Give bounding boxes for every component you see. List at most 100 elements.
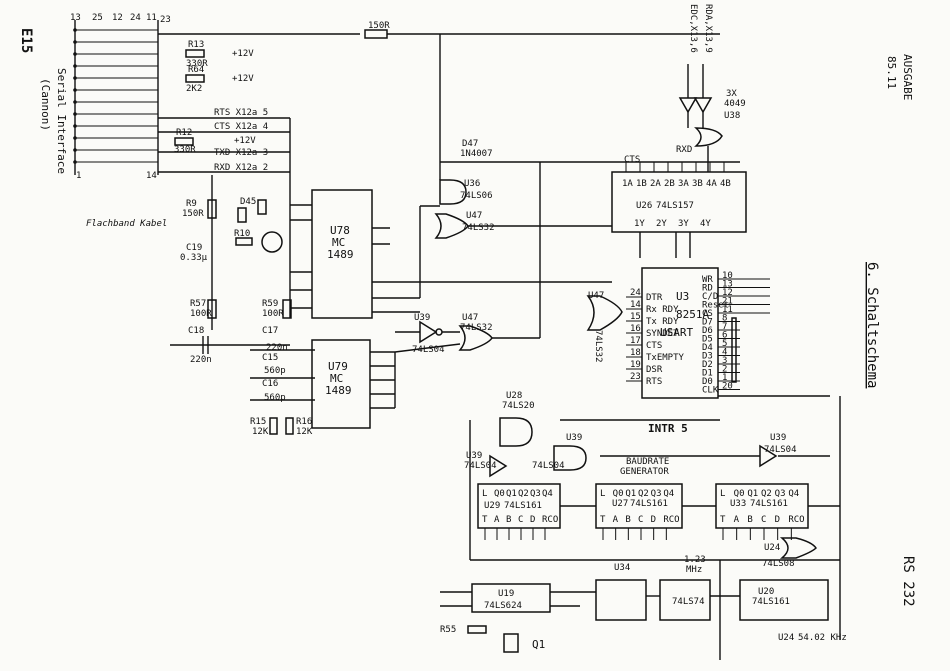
usart-pin-rd: RD <box>702 284 713 294</box>
counter-pin-q1: Q1 <box>625 489 636 499</box>
usart-right-pin-num: 3 <box>722 356 727 366</box>
usart-right-pin-num: 4 <box>722 348 727 358</box>
usart-right-pin-num: 5 <box>722 339 727 349</box>
usart-pin-dtr: DTR <box>646 293 663 303</box>
mux-pin-1b: 1B <box>636 179 647 189</box>
counter-pin-q4: Q4 <box>542 489 553 499</box>
u33-part: 74LS161 <box>750 499 788 509</box>
inverter-u38a <box>678 97 698 114</box>
interface-title: Serial Interface <box>55 68 68 174</box>
u39c-label: U39 <box>566 433 582 443</box>
usart-pin-syndet: SYNDET <box>646 329 679 339</box>
usart-left-pin-num: 15 <box>630 312 641 322</box>
generator-label: GENERATOR <box>620 467 669 477</box>
counter-pin-c: C <box>518 515 523 525</box>
interface-subtitle: (Cannon) <box>39 78 52 131</box>
u47a-label: U47 <box>466 211 482 221</box>
r9-label: R9 <box>186 199 197 209</box>
counter-pin-q0: Q0 <box>613 489 624 499</box>
plus12-b: +12V <box>232 74 254 84</box>
u27-part: 74LS161 <box>630 499 668 509</box>
u39b-part: 74LS04 <box>464 461 497 471</box>
intr-label: INTR 5 <box>648 422 688 435</box>
q1-label: Q1 <box>532 638 545 651</box>
mux-pin-4a: 4A <box>706 179 717 189</box>
r150-label: 150R <box>368 21 390 31</box>
u39a-part: 74LS04 <box>412 345 445 355</box>
u28-label: U28 <box>506 391 522 401</box>
u28-part: 74LS20 <box>502 401 535 411</box>
counter-pin-b: B <box>506 515 511 525</box>
ic-u20 <box>739 579 829 621</box>
inverter-u38b <box>693 97 713 114</box>
usart-left-pin-num: 14 <box>630 300 641 310</box>
freq1-value: 1.23 <box>684 555 706 565</box>
u78-part: 1489 <box>327 248 354 261</box>
r12-label: R12 <box>176 128 192 138</box>
r12-value: 330R <box>174 145 196 155</box>
connector-lines <box>73 28 158 164</box>
counter-pin-q3: Q3 <box>530 489 541 499</box>
usart-right-pin-num: 7 <box>722 322 727 332</box>
counter-pin-q0: Q0 <box>494 489 505 499</box>
usart-right-pin-num: 8 <box>722 314 727 324</box>
r16-label: R16 <box>296 417 312 427</box>
edition-label: AUSGABE <box>901 54 914 100</box>
r15-label: R15 <box>250 417 266 427</box>
gate-u28 <box>499 417 533 447</box>
usart-pin-txempty: TxEMPTY <box>646 353 685 363</box>
counter-pin-q4: Q4 <box>663 489 674 499</box>
counter-pin-t: T <box>482 515 488 525</box>
usart-left-pin-num: 17 <box>630 336 641 346</box>
mux-pin-3y: 3Y <box>678 219 689 229</box>
gate-u39c <box>553 445 587 471</box>
edition-value: 85.11 <box>885 56 898 89</box>
c18-label: C18 <box>188 326 204 336</box>
ic-u78 <box>311 189 373 319</box>
ic-u26 <box>611 171 747 233</box>
pin-24: 24 <box>130 13 141 23</box>
pin-13: 13 <box>70 13 81 23</box>
u33-label: U33 <box>730 499 746 509</box>
usart-right-pin-num: 11 <box>722 305 733 315</box>
u47a-part: 74LS32 <box>462 223 495 233</box>
d47-value: 1N4007 <box>460 149 493 159</box>
d47-label: D47 <box>462 139 478 149</box>
u24b-label: U24 <box>764 543 780 553</box>
c17-value: 220n <box>266 343 288 353</box>
mux-pin-4y: 4Y <box>700 219 711 229</box>
txd-signal: TXD X12a 3 <box>214 148 268 158</box>
c19-label: C19 <box>186 243 202 253</box>
mux-pin-1a: 1A <box>622 179 633 189</box>
pin-12: 12 <box>112 13 123 23</box>
counter-pin-l: L <box>482 489 487 499</box>
u26-label: U26 <box>636 201 652 211</box>
counter-pin-d: D <box>775 515 780 525</box>
usart-pin-txrdy: Tx RDY <box>646 317 679 327</box>
u3-part: 8251A <box>676 308 709 321</box>
u36-part: 74LS06 <box>460 191 493 201</box>
c15-label: C15 <box>262 353 278 363</box>
freq1-unit: MHz <box>686 565 702 575</box>
u39c-part: 74LS04 <box>532 461 565 471</box>
usart-left-pin-num: 19 <box>630 360 641 370</box>
usart-pin-d6: D6 <box>702 326 713 336</box>
pin-23: 23 <box>160 15 171 25</box>
usart-right-pin-num: 13 <box>722 280 733 290</box>
pin-11: 11 <box>146 13 157 23</box>
pin-14: 14 <box>146 171 157 181</box>
counter-pin-rco: RCO <box>788 515 804 525</box>
page-tag: E15 <box>18 28 34 53</box>
r64-value: 2K2 <box>186 84 202 94</box>
r55-label: R55 <box>440 625 456 635</box>
counter-pin-a: A <box>613 515 619 525</box>
u29-part: 74LS161 <box>504 501 542 511</box>
gate-u39a <box>419 320 438 344</box>
u39d-part: 74LS04 <box>764 445 797 455</box>
usart-right-pin-num: 12 <box>722 288 733 298</box>
usart-left-pin-num: 18 <box>630 348 641 358</box>
